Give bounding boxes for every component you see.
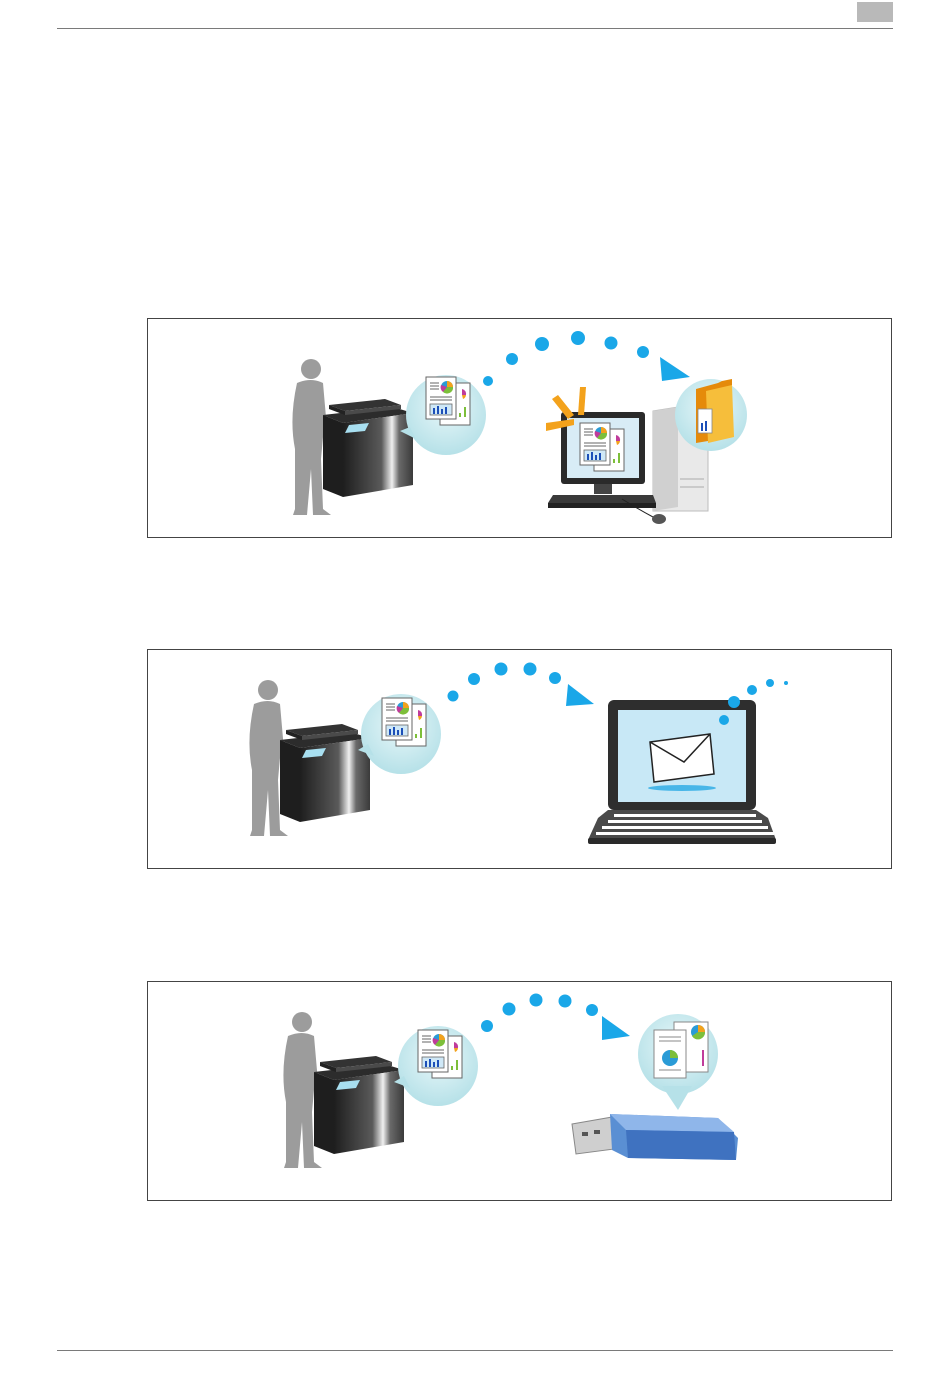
envelope-icon bbox=[650, 734, 714, 782]
usb-drive-icon bbox=[572, 1114, 738, 1160]
scanned-document-icon bbox=[382, 698, 426, 746]
transfer-arrow bbox=[483, 331, 690, 386]
mfp-printer-illustration bbox=[323, 399, 413, 497]
footer-rule bbox=[57, 1350, 893, 1351]
scanned-document-icon bbox=[426, 377, 470, 425]
mfp-printer-illustration bbox=[314, 1056, 404, 1154]
scan-to-pc-panel bbox=[147, 318, 892, 538]
scan-to-email-panel bbox=[147, 649, 892, 869]
stored-documents-icon bbox=[654, 1022, 708, 1078]
received-document-icon bbox=[580, 423, 624, 471]
transfer-arrow bbox=[448, 663, 595, 707]
folder-icon bbox=[696, 379, 734, 443]
scan-to-usb-panel bbox=[147, 981, 892, 1201]
scanned-document-icon bbox=[418, 1030, 462, 1078]
mfp-printer-illustration bbox=[280, 724, 370, 822]
transfer-arrow bbox=[481, 994, 630, 1041]
page-number-tab bbox=[857, 2, 893, 22]
header-rule bbox=[57, 28, 893, 29]
